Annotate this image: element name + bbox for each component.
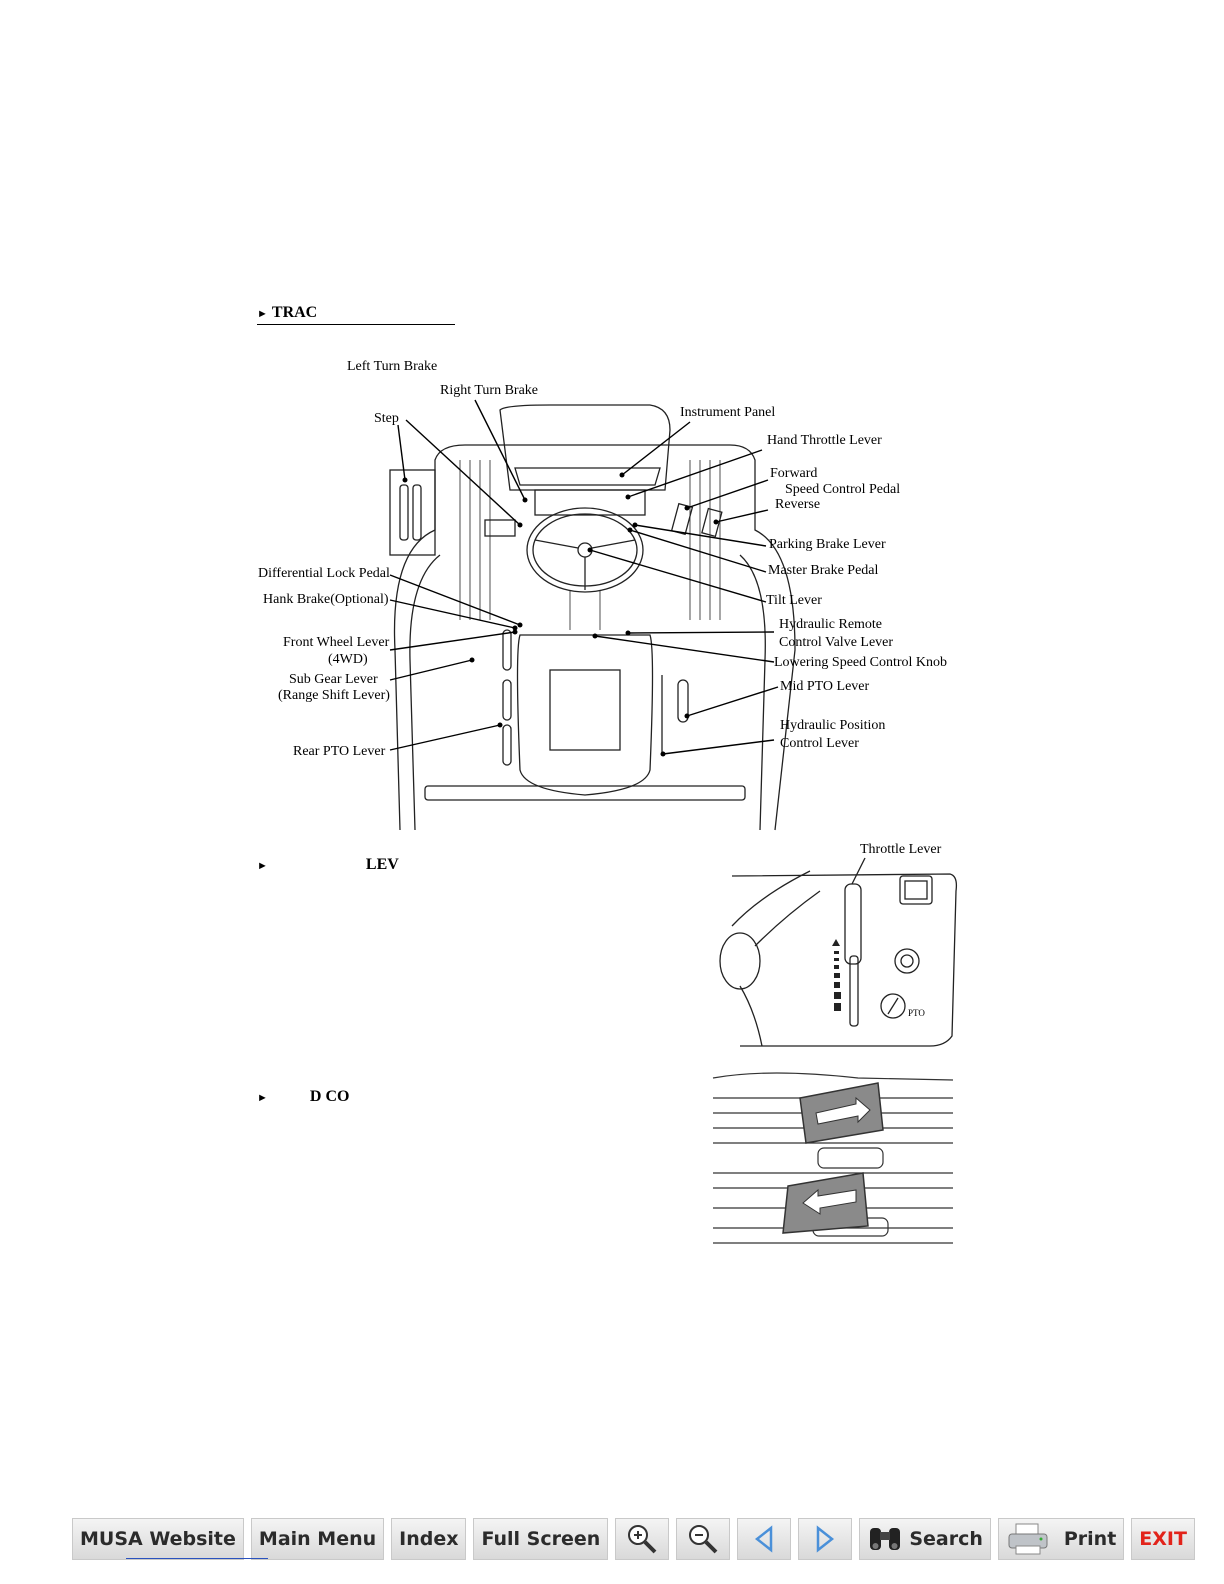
label-left-turn-brake: Left Turn Brake [347, 359, 437, 374]
tractor-controls-diagram: Left Turn Brake Right Turn Brake Step In… [250, 350, 970, 840]
label-hank-brake: Hank Brake(Optional) [263, 592, 389, 607]
marker-icon: ► [257, 860, 268, 872]
bottom-toolbar: MUSA Website Main Menu Index Full Screen [72, 1518, 1195, 1564]
label-control-valve-lever: Control Valve Lever [779, 635, 893, 650]
label-parking-brake-lever: Parking Brake Lever [769, 537, 886, 552]
zoom-in-button[interactable] [615, 1518, 670, 1560]
label-instrument-panel: Instrument Panel [680, 405, 775, 420]
throttle-figure-svg: Throttle Lever PTO [719, 842, 958, 1047]
label-step: Step [374, 411, 399, 426]
label-hydraulic-position: Hydraulic Position [780, 718, 885, 733]
heading-text: D CO [309, 1088, 350, 1105]
next-page-button[interactable] [798, 1518, 853, 1560]
binoculars-icon [870, 1528, 901, 1550]
print-button[interactable]: Print [997, 1518, 1125, 1560]
previous-page-icon [755, 1525, 773, 1553]
label-hydraulic-remote: Hydraulic Remote [779, 617, 882, 632]
zoom-in-icon [628, 1525, 657, 1554]
label-differential-lock-pedal: Differential Lock Pedal [258, 566, 390, 581]
speed-pedal-figure [708, 1068, 958, 1248]
section-heading-tractor: ►TRAC [257, 304, 455, 325]
label-sub-gear-lever: Sub Gear Lever [289, 672, 378, 687]
label-throttle-lever: Throttle Lever [860, 842, 942, 857]
label-hand-throttle-lever: Hand Throttle Lever [767, 433, 882, 448]
previous-page-button[interactable] [737, 1518, 792, 1560]
print-label: Print [1063, 1528, 1117, 1550]
label-master-brake-pedal: Master Brake Pedal [768, 563, 879, 578]
printer-icon [1008, 1523, 1048, 1555]
musa-website-button[interactable]: MUSA Website [72, 1518, 244, 1560]
exit-button[interactable]: EXIT [1131, 1518, 1195, 1560]
search-button[interactable]: Search [859, 1518, 991, 1560]
index-button[interactable]: Index [391, 1518, 467, 1560]
next-page-icon [817, 1525, 835, 1553]
label-mid-pto-lever: Mid PTO Lever [780, 679, 870, 694]
marker-icon: ► [257, 308, 268, 320]
label-rear-pto-lever: Rear PTO Lever [293, 744, 386, 759]
label-front-wheel-lever-4wd: (4WD) [328, 652, 368, 667]
label-speed-control-pedal: Speed Control Pedal [785, 482, 900, 497]
throttle-lever-figure: Throttle Lever PTO [700, 836, 970, 1051]
main-menu-button[interactable]: Main Menu [250, 1518, 385, 1560]
link-underline [126, 1558, 268, 1559]
label-pto: PTO [908, 1008, 925, 1018]
zoom-out-button[interactable] [676, 1518, 731, 1560]
label-range-shift-lever: (Range Shift Lever) [278, 688, 390, 703]
heading-text: TRAC [271, 304, 318, 321]
full-screen-button[interactable]: Full Screen [473, 1518, 609, 1560]
label-tilt-lever: Tilt Lever [766, 593, 822, 608]
label-forward: Forward [770, 466, 817, 481]
heading-text: LEV [365, 856, 399, 873]
zoom-out-icon [689, 1525, 718, 1554]
pedal-figure-svg [712, 1072, 954, 1244]
label-front-wheel-lever: Front Wheel Lever [283, 635, 390, 650]
label-right-turn-brake: Right Turn Brake [440, 383, 538, 398]
section-heading-speed-control: ► D CO [257, 1088, 349, 1106]
marker-icon: ► [257, 1092, 268, 1104]
section-heading-lever: ► LEV [257, 856, 399, 874]
tractor-diagram-svg: Left Turn Brake Right Turn Brake Step In… [258, 359, 947, 831]
label-position-control-lever: Control Lever [780, 736, 859, 751]
label-lowering-speed-control-knob: Lowering Speed Control Knob [774, 655, 947, 670]
label-reverse: Reverse [775, 497, 820, 512]
search-label: Search [909, 1528, 983, 1550]
